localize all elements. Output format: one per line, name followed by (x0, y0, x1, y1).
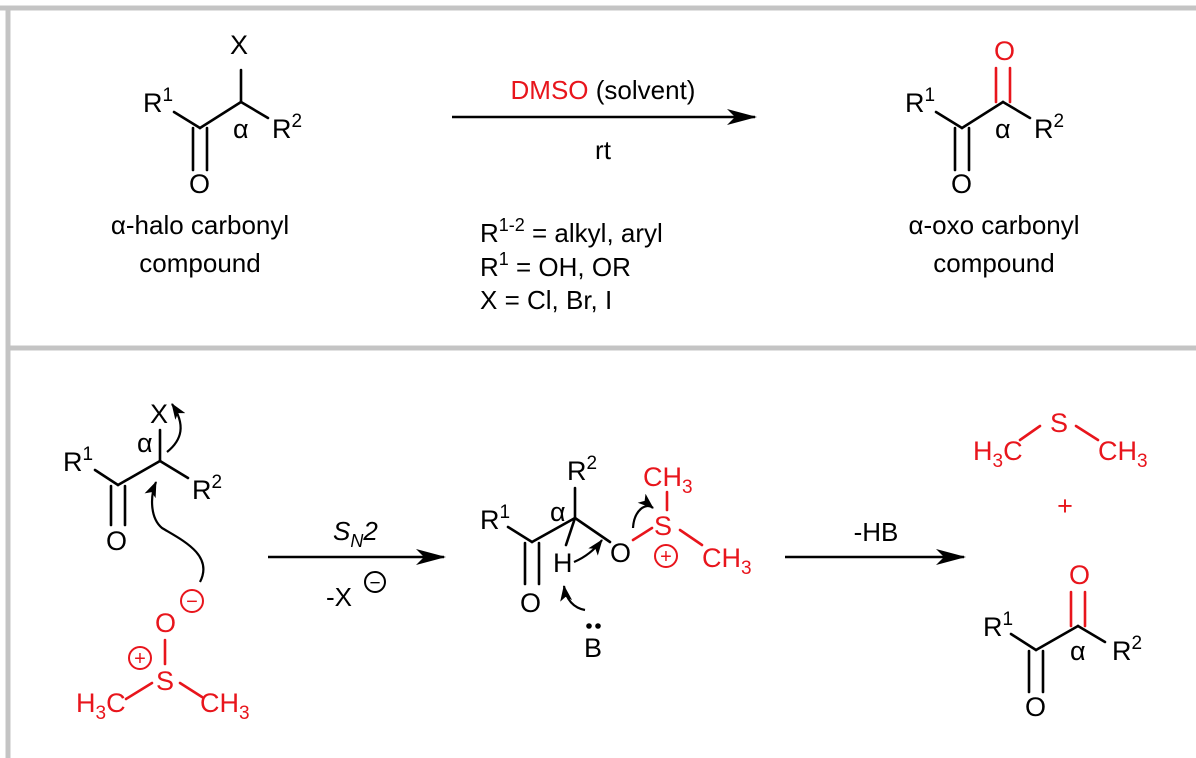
base-lone-pair (595, 623, 601, 629)
dimethyl-sulfide-structure: S H3C CH3 (973, 408, 1148, 472)
atom-h: H (553, 548, 573, 578)
scope-line-1: R1-2 = alkyl, aryl (480, 215, 663, 248)
methyl-top: CH3 (643, 462, 693, 498)
dmso-nucleophile-structure: O S H3C CH3 − + (76, 481, 250, 724)
alpha-label: α (137, 428, 153, 458)
positive-charge-sign: + (660, 546, 672, 568)
atom-r1: R1 (63, 444, 93, 477)
atom-r2: R2 (567, 453, 597, 486)
elimination-curly-arrow-so (631, 493, 654, 529)
atom-o: O (106, 526, 127, 556)
atom-r2: R2 (1034, 111, 1064, 144)
alpha-oxo-carbonyl-structure: O R1 α R2 O (905, 36, 1064, 199)
methyl-left: H3C (973, 436, 1023, 472)
condition-label: rt (595, 135, 612, 165)
start-caption-line-1: α-halo carbonyl (111, 210, 289, 240)
base: B (584, 633, 602, 663)
leaving-group-curly-arrow (166, 403, 186, 453)
atom-o-new: O (994, 36, 1015, 66)
step1-byproduct: -X (326, 582, 352, 612)
atom-r1: R1 (143, 85, 173, 118)
halide-charge-sign: − (369, 573, 380, 594)
methyl-right: CH3 (1098, 436, 1148, 472)
alpha-halo-carbonyl-structure: X R1 α R2 O (143, 30, 302, 199)
atom-o-dmso: O (155, 608, 176, 638)
atom-o-new: O (1069, 560, 1090, 590)
plus-sign: + (1057, 491, 1073, 521)
atom-o: O (951, 169, 972, 199)
deprotonation-curly-arrow (560, 585, 586, 612)
atom-o: O (1025, 692, 1046, 722)
final-product-structure: O R1 α R2 O (983, 560, 1142, 722)
start-caption-line-2: compound (139, 248, 260, 278)
atom-r2: R2 (192, 472, 222, 505)
atom-r2: R2 (1112, 633, 1142, 666)
methyl-right: CH3 (702, 543, 752, 579)
bottom-panel: X R1 α R2 O O S H3C CH3 − + SN2 -X − (63, 399, 1148, 724)
base-lone-pair (586, 623, 592, 629)
atom-r1: R1 (480, 502, 510, 535)
alpha-label: α (233, 114, 249, 144)
alpha-label: α (550, 497, 566, 527)
atom-x: X (150, 399, 168, 429)
nucleophilic-attack-curly-arrow (144, 481, 205, 583)
alpha-label: α (995, 114, 1011, 144)
product-caption-line-1: α-oxo carbonyl (908, 210, 1079, 240)
atom-o: O (189, 169, 210, 199)
scope-line-2: R1 = OH, OR (480, 249, 631, 282)
substrate-structure: X R1 α R2 O (63, 399, 222, 556)
atom-r2: R2 (272, 111, 302, 144)
top-panel: X R1 α R2 O α-halo carbonyl compound DMS… (111, 30, 1080, 315)
atom-r1: R1 (983, 609, 1013, 642)
negative-charge-sign: − (186, 591, 198, 613)
atom-o-ether: O (610, 538, 631, 568)
positive-charge-s (654, 544, 678, 568)
halide-charge (364, 571, 386, 593)
atom-o-ketone: O (520, 588, 541, 618)
scheme-frame (0, 5, 1196, 758)
scope-line-3: X = Cl, Br, I (480, 285, 612, 315)
atom-s-dmso: S (156, 666, 174, 696)
alpha-label: α (1070, 636, 1086, 666)
step1-label: SN2 (333, 516, 378, 551)
product-caption-line-2: compound (933, 248, 1054, 278)
methyl-left: H3C (76, 688, 126, 724)
step2-label: -HB (854, 517, 899, 547)
positive-charge-s (128, 646, 152, 670)
elimination-curly-arrow-ch (573, 539, 603, 564)
intermediate-structure: R1 R2 α O H O S CH3 CH3 + B (480, 453, 752, 663)
atom-r1: R1 (905, 85, 935, 118)
reagent-label: DMSO (solvent) (511, 75, 696, 105)
atom-x: X (230, 30, 248, 60)
negative-charge-o (180, 589, 204, 613)
atom-s-dms: S (1050, 408, 1068, 438)
atom-s-sulfonium: S (654, 511, 672, 541)
methyl-right: CH3 (200, 688, 250, 724)
positive-charge-sign: + (134, 648, 146, 670)
